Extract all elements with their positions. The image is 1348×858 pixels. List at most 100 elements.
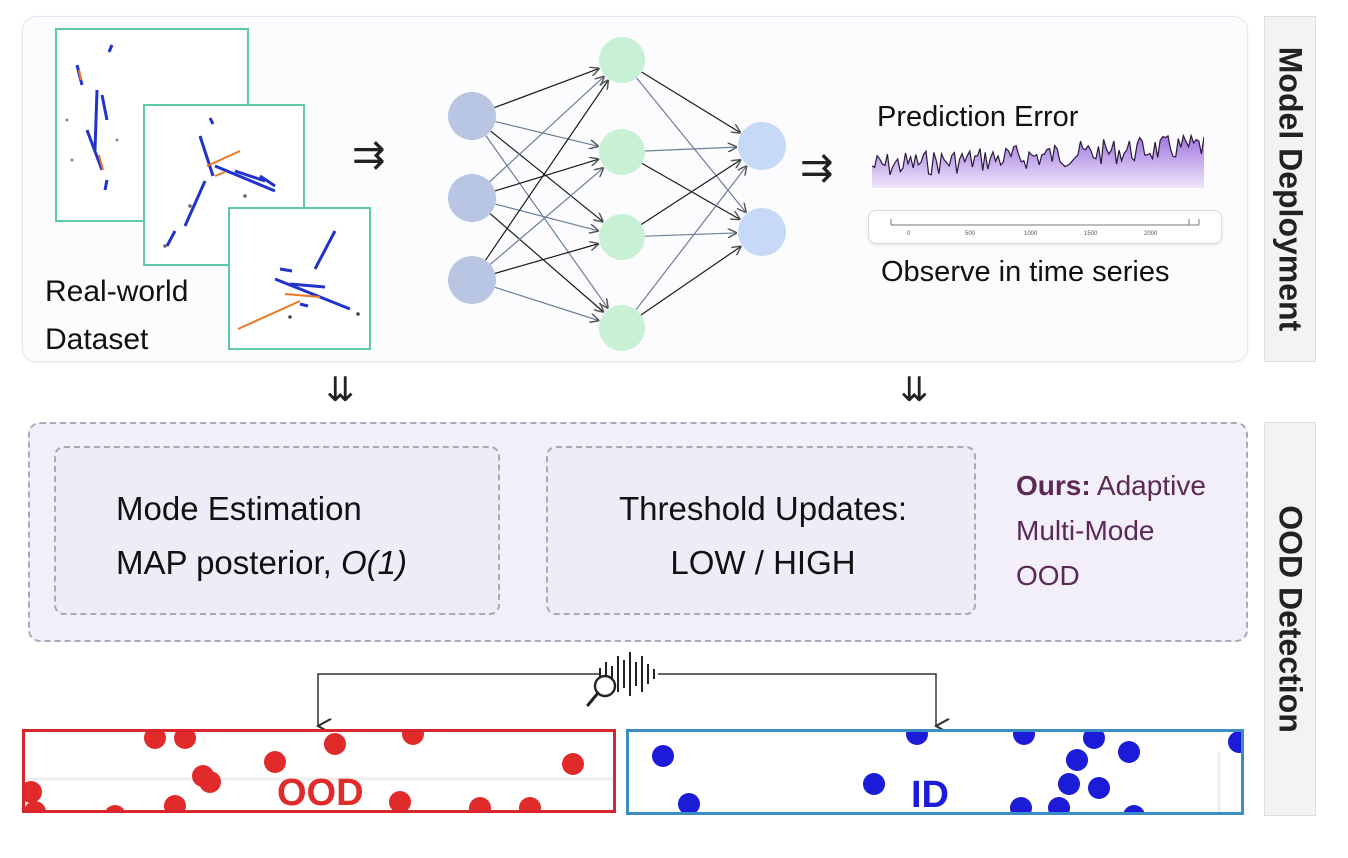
map-posterior-text: MAP posterior, [116, 544, 341, 581]
network-edge [640, 247, 741, 316]
ood-point [324, 733, 346, 755]
id-points [652, 732, 1241, 812]
dataset-label-line1: Real-world [45, 275, 189, 308]
neural-network [448, 37, 786, 351]
ood-point [144, 732, 166, 749]
ood-point [174, 732, 196, 749]
ood-point [25, 781, 42, 803]
observe-time-series-label: Observe in time series [881, 256, 1170, 288]
timeline-tick-500: 500 [965, 231, 976, 237]
threshold-levels: LOW / HIGH [670, 544, 856, 581]
network-edge [640, 160, 740, 225]
complexity-text: O(1) [341, 544, 407, 581]
split-connector [300, 652, 960, 730]
ours-description: Ours: Adaptive Multi-Mode OOD [1016, 463, 1206, 598]
map-drawing-3 [237, 230, 360, 330]
id-point [906, 732, 928, 745]
timeline-tick-1500: 1500 [1084, 231, 1098, 237]
ood-point [469, 797, 491, 810]
network-edge [489, 168, 603, 265]
connector-to-id [658, 673, 936, 726]
ood-points [25, 732, 584, 810]
threshold-updates-title: Threshold Updates: [619, 490, 907, 527]
id-point [1066, 749, 1088, 771]
down-arrow-left: ⇊ [326, 371, 354, 409]
ood-point [199, 771, 221, 793]
ours-line2: Multi-Mode [1016, 515, 1155, 546]
network-edge [489, 213, 603, 312]
magnifier-icon [586, 674, 617, 707]
network-edge [494, 244, 598, 274]
network-edge [635, 167, 746, 311]
ood-scatter [25, 732, 613, 810]
id-point [1123, 805, 1145, 812]
network-edges [485, 69, 747, 321]
prediction-error-label: Prediction Error [877, 101, 1079, 133]
id-point [1088, 777, 1110, 799]
ood-point [105, 805, 125, 810]
ood-detection-side-tab: OOD Detection [1264, 422, 1316, 816]
input-node [448, 174, 496, 222]
network-edge [495, 121, 597, 147]
timeline-tick-2000: 2000 [1144, 231, 1158, 237]
network-nodes [448, 37, 786, 351]
network-edge [641, 162, 739, 219]
ood-point [25, 801, 46, 810]
ood-point [389, 791, 411, 810]
hidden-node [599, 37, 645, 83]
time-series-timeline: 0 500 1000 1500 2000 [868, 210, 1222, 244]
id-point [1118, 741, 1140, 763]
timeline-tick-0: 0 [907, 231, 911, 237]
id-point [1048, 797, 1070, 812]
mode-estimation-text: Mode Estimation MAP posterior, O(1) [116, 482, 407, 590]
network-edge [636, 77, 746, 212]
hidden-node [599, 129, 645, 175]
threshold-updates-box: Threshold Updates: LOW / HIGH [546, 446, 976, 615]
network-edge [490, 130, 603, 221]
map-card-3 [228, 207, 371, 350]
ours-line3: OOD [1016, 560, 1080, 591]
map-drawing-2 [163, 117, 276, 248]
ood-point [562, 753, 584, 775]
model-deployment-side-tab: Model Deployment [1264, 16, 1316, 362]
id-point [1013, 732, 1035, 745]
ood-point [164, 795, 186, 810]
signal-line [872, 133, 1204, 176]
id-point [1058, 773, 1080, 795]
ood-point [402, 732, 424, 745]
ood-point [519, 797, 541, 810]
network-edge [641, 71, 740, 132]
ood-point [264, 751, 286, 773]
arrow-to-network: ⇉ [352, 133, 385, 177]
map-drawing-1 [65, 44, 119, 191]
network-edge [485, 81, 608, 261]
input-node [448, 92, 496, 140]
id-result-box: ID [626, 729, 1244, 815]
ours-bold-label: Ours: [1016, 470, 1091, 501]
threshold-updates-text: Threshold Updates: LOW / HIGH [598, 482, 928, 590]
network-edge [485, 135, 608, 308]
ood-result-label: OOD [277, 772, 364, 813]
network-edge [644, 233, 736, 236]
mode-estimation-box: Mode Estimation MAP posterior, O(1) [54, 446, 500, 615]
ours-adaptive-text: Adaptive [1090, 470, 1206, 501]
network-edge [494, 159, 598, 192]
ood-detection-side-label: OOD Detection [1272, 505, 1309, 733]
id-scatter [652, 732, 1241, 812]
hidden-node [599, 214, 645, 260]
input-node [448, 256, 496, 304]
dataset-label-line2: Dataset [45, 323, 149, 356]
id-point [1228, 732, 1241, 753]
connector-to-ood [318, 673, 600, 726]
arrow-to-error: ⇉ [800, 146, 833, 190]
id-point [652, 745, 674, 767]
id-point [1010, 797, 1032, 812]
prediction-error-signal [872, 133, 1204, 188]
output-node [738, 122, 786, 170]
network-edge [495, 203, 598, 231]
down-arrow-right: ⇊ [900, 371, 928, 409]
hidden-node [599, 305, 645, 351]
id-point [678, 793, 700, 812]
ood-result-box: OOD [22, 729, 616, 813]
ours-line1: Ours: Adaptive [1016, 463, 1206, 508]
